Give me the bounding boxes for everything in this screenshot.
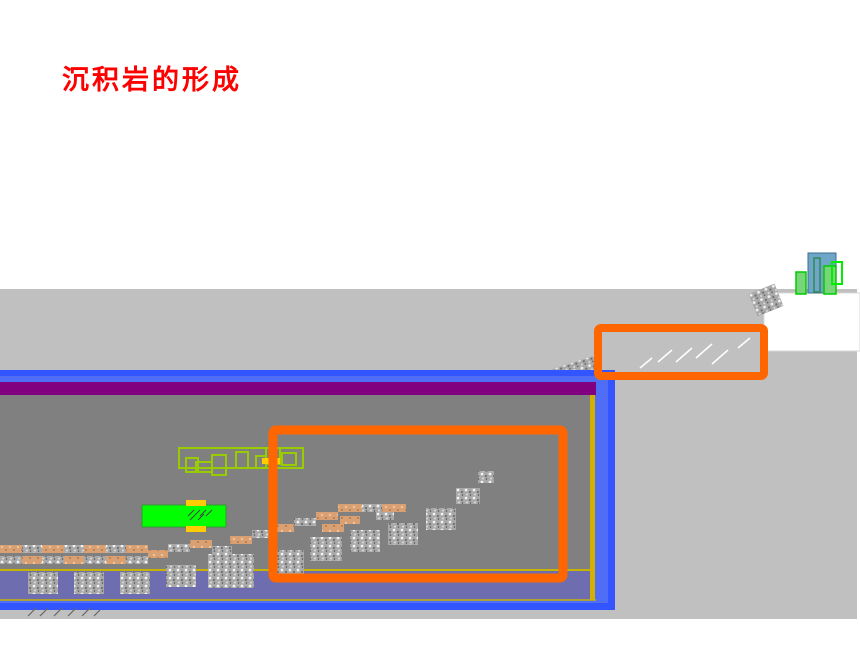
tree-icon (795, 252, 843, 295)
highlight-frame-cliff (594, 324, 768, 380)
basin-top-stripe (0, 382, 596, 395)
water-body (0, 395, 590, 570)
crack-lines-icon (27, 607, 101, 617)
settled-gravel (28, 471, 494, 594)
sediment-layers (0, 504, 406, 564)
highlight-frame-deposition (268, 425, 568, 583)
slide-title: 沉积岩的形成 (62, 65, 242, 96)
crack-lines-icon (639, 337, 751, 369)
sediment-rock-icon (748, 283, 784, 317)
basin-edge (590, 395, 595, 600)
fish-icon (141, 500, 227, 532)
